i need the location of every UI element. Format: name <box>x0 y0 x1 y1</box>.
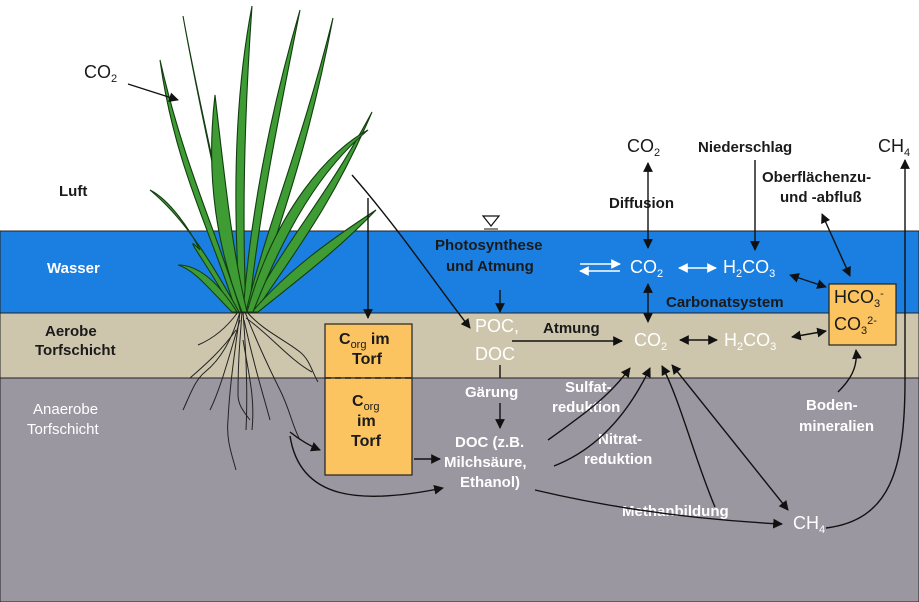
corg-box-anaerobic <box>324 377 413 476</box>
corg-bottom-line-1: Corg <box>352 393 379 413</box>
layer-label-aerobic-1: Aerobe <box>45 323 97 340</box>
carbonate-box <box>828 283 897 346</box>
water-co2-label: CO2 <box>630 257 663 280</box>
photosynthese-label-2: und Atmung <box>446 258 534 275</box>
diffusion-label: Diffusion <box>609 195 674 212</box>
arrow-nitrat <box>553 367 651 467</box>
corg-bottom-line-2: im <box>357 413 376 430</box>
arrow-boden-to-carbonate <box>837 349 862 393</box>
aerobic-h2co3-label: H2CO3 <box>724 330 776 353</box>
methanbildung-label: Methanbildung <box>622 503 729 520</box>
doc-label: DOC <box>475 344 515 364</box>
aerobic-co2-label: CO2 <box>634 330 667 353</box>
anaerobic-doc-line-3: Ethanol) <box>460 474 520 491</box>
nitrat-label-2: reduktion <box>584 451 652 468</box>
arrows <box>127 83 910 529</box>
arrow-plant-to-poc <box>351 174 471 329</box>
atmung-label: Atmung <box>543 320 600 337</box>
carbonatsystem-label: Carbonatsystem <box>666 294 784 311</box>
arrow-ch4-co2 <box>671 364 789 511</box>
layer-label-anaerobic-2: Torfschicht <box>27 421 100 438</box>
arrow-h2co3-carbonate <box>789 273 827 289</box>
sulfat-label-2: reduktion <box>552 399 620 416</box>
anaerobic-doc-line-2: Milchsäure, <box>444 454 527 471</box>
layer-label-water: Wasser <box>47 260 100 277</box>
aerobic-peat-layer <box>0 312 919 379</box>
corg-top-line-1: Corg im <box>339 331 390 351</box>
layer-label-aerobic-2: Torfschicht <box>35 342 116 359</box>
layer-label-anaerobic-1: Anaerobe <box>33 401 98 418</box>
corg-top-line-2: Torf <box>352 351 383 368</box>
arrow-roots-to-corg <box>289 431 321 452</box>
boden-label-2: mineralien <box>799 418 874 435</box>
arrow-h2co3-carbonate-aerobic <box>791 327 827 341</box>
co3-label: CO32- <box>834 314 877 337</box>
nitrat-label-1: Nitrat- <box>598 431 642 448</box>
sulfat-label-1: Sulfat- <box>565 379 612 396</box>
reed-plant <box>149 5 377 471</box>
water-h2co3-label: H2CO3 <box>723 257 775 280</box>
oberflaeche-label-2: und -abfluß <box>780 189 862 206</box>
layer-label-air: Luft <box>59 183 87 200</box>
co2-plant-label: CO2 <box>84 62 117 85</box>
arrow-ch4-to-top <box>825 159 910 529</box>
oberflaeche-label-1: Oberflächenzu- <box>762 169 871 186</box>
arrow-sulfat <box>547 367 631 441</box>
anaerobic-doc-line-1: DOC (z.B. <box>455 434 524 451</box>
water-level-symbol <box>481 215 501 230</box>
top-ch4-label: CH4 <box>878 136 910 159</box>
arrow-methanbildung <box>534 489 783 529</box>
niederschlag-label: Niederschlag <box>698 139 792 156</box>
arrow-roots-to-doc <box>289 435 444 497</box>
corg-box-aerobic <box>324 323 413 379</box>
hco3-label: HCO3- <box>834 287 884 310</box>
arrow-co2-to-plant <box>127 83 179 102</box>
gaerung-label: Gärung <box>465 384 518 401</box>
arrow-oberflaeche <box>821 213 851 277</box>
boden-label-1: Boden- <box>806 397 858 414</box>
anaerobic-ch4-label: CH4 <box>793 513 825 536</box>
corg-bottom-line-3: Torf <box>351 433 382 450</box>
poc-label: POC, <box>475 316 519 336</box>
water-layer <box>0 230 919 314</box>
top-co2-label: CO2 <box>627 136 660 159</box>
photosynthese-label-1: Photosynthese <box>435 237 543 254</box>
